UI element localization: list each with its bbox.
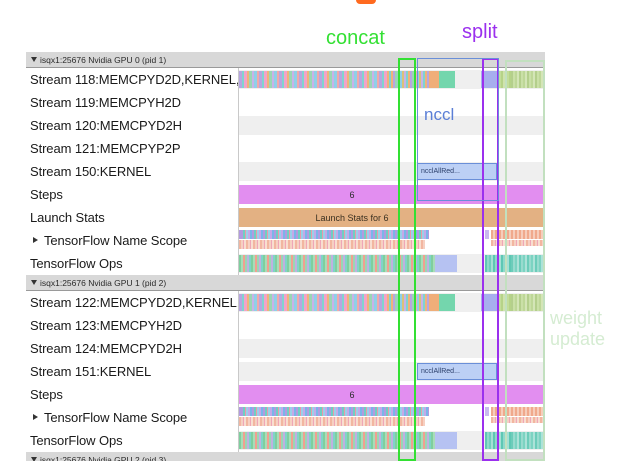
row-label-text: Stream 118:MEMCPYD2D,KERNEL,MI xyxy=(30,72,239,87)
row-label-tf-ops[interactable]: TensorFlow Ops xyxy=(26,252,239,275)
track-stream-119[interactable] xyxy=(239,91,545,114)
row-steps[interactable]: Steps 6 xyxy=(26,383,545,406)
row-stream-150[interactable]: Stream 150:KERNEL ncclAllRed... xyxy=(26,160,545,183)
row-steps[interactable]: Steps 6 xyxy=(26,183,545,206)
row-label-stream-123[interactable]: Stream 123:MEMCPYH2D xyxy=(26,314,239,337)
row-label-text: Steps xyxy=(30,187,63,202)
row-label-text: TensorFlow Ops xyxy=(30,433,123,448)
row-label-steps[interactable]: Steps xyxy=(26,383,239,406)
row-label-text: Launch Stats xyxy=(30,210,105,225)
track-tf-ops[interactable] xyxy=(239,252,545,275)
row-label-stream-120[interactable]: Stream 120:MEMCPYD2H xyxy=(26,114,239,137)
track-stream-120[interactable] xyxy=(239,114,545,137)
row-label-stream-119[interactable]: Stream 119:MEMCPYH2D xyxy=(26,91,239,114)
row-label-launch-stats[interactable]: Launch Stats xyxy=(26,206,239,229)
nccl-allreduce-block[interactable]: ncclAllRed... xyxy=(417,163,497,180)
row-stream-123[interactable]: Stream 123:MEMCPYH2D xyxy=(26,314,545,337)
track-stream-121[interactable] xyxy=(239,137,545,160)
row-label-stream-118[interactable]: Stream 118:MEMCPYD2D,KERNEL,MI xyxy=(26,68,239,91)
row-label-steps[interactable]: Steps xyxy=(26,183,239,206)
group-header-gpu0[interactable]: isqx1:25676 Nvidia GPU 0 (pid 1) xyxy=(26,52,545,68)
row-label-text: Steps xyxy=(30,387,63,402)
row-label-text: Stream 123:MEMCPYH2D xyxy=(30,318,182,333)
track-tf-ops[interactable] xyxy=(239,429,545,452)
row-stream-119[interactable]: Stream 119:MEMCPYH2D xyxy=(26,91,545,114)
row-label-tf-ops[interactable]: TensorFlow Ops xyxy=(26,429,239,452)
group-header-label: isqx1:25676 Nvidia GPU 2 (pid 3) xyxy=(40,454,167,461)
row-label-stream-121[interactable]: Stream 121:MEMCPYP2P xyxy=(26,137,239,160)
group-header-gpu1[interactable]: isqx1:25676 Nvidia GPU 1 (pid 2) xyxy=(26,275,545,291)
row-label-text: Stream 121:MEMCPYP2P xyxy=(30,141,181,156)
trace-viewer[interactable]: isqx1:25676 Nvidia GPU 0 (pid 1) Stream 1… xyxy=(26,52,545,461)
row-stream-120[interactable]: Stream 120:MEMCPYD2H xyxy=(26,114,545,137)
row-tf-ops[interactable]: TensorFlow Ops xyxy=(26,252,545,275)
track-tf-name-scope[interactable] xyxy=(239,229,545,252)
group-header-gpu2[interactable]: isqx1:25676 Nvidia GPU 2 (pid 3) xyxy=(26,452,545,461)
row-stream-124[interactable]: Stream 124:MEMCPYD2H xyxy=(26,337,545,360)
row-label-text: Stream 119:MEMCPYH2D xyxy=(30,95,181,110)
clipped-orange-fragment xyxy=(356,0,376,4)
row-label-stream-150[interactable]: Stream 150:KERNEL xyxy=(26,160,239,183)
row-label-text: TensorFlow Name Scope xyxy=(44,233,188,248)
row-label-text: Stream 150:KERNEL xyxy=(30,164,152,179)
track-steps[interactable]: 6 xyxy=(239,383,545,406)
row-stream-151[interactable]: Stream 151:KERNEL ncclAllRed... xyxy=(26,360,545,383)
row-tf-name-scope[interactable]: TensorFlow Name Scope xyxy=(26,229,545,252)
track-stream-122[interactable] xyxy=(239,291,545,314)
annotation-label-concat: concat xyxy=(326,27,385,49)
row-launch-stats[interactable]: Launch Stats Launch Stats for 6 xyxy=(26,206,545,229)
group-header-label: isqx1:25676 Nvidia GPU 0 (pid 1) xyxy=(40,54,167,65)
track-tf-name-scope[interactable] xyxy=(239,406,545,429)
track-stream-123[interactable] xyxy=(239,314,545,337)
row-tf-name-scope[interactable]: TensorFlow Name Scope xyxy=(26,406,545,429)
track-steps[interactable]: 6 xyxy=(239,183,545,206)
annotation-label-weight-update: weight update xyxy=(550,308,606,349)
row-label-text: Stream 120:MEMCPYD2H xyxy=(30,118,182,133)
row-label-text: TensorFlow Ops xyxy=(30,256,123,271)
row-label-text: Stream 122:MEMCPYD2D,KERNEL,MI xyxy=(30,295,239,310)
collapse-caret-icon[interactable] xyxy=(31,457,37,461)
track-stream-124[interactable] xyxy=(239,337,545,360)
track-launch-stats[interactable]: Launch Stats for 6 xyxy=(239,206,545,229)
row-stream-122[interactable]: Stream 122:MEMCPYD2D,KERNEL,MI xyxy=(26,291,545,314)
row-label-stream-151[interactable]: Stream 151:KERNEL xyxy=(26,360,239,383)
track-stream-151[interactable]: ncclAllRed... xyxy=(239,360,545,383)
row-label-stream-124[interactable]: Stream 124:MEMCPYD2H xyxy=(26,337,239,360)
row-label-tf-name-scope[interactable]: TensorFlow Name Scope xyxy=(26,229,239,252)
row-label-text: Stream 124:MEMCPYD2H xyxy=(30,341,182,356)
row-label-tf-name-scope[interactable]: TensorFlow Name Scope xyxy=(26,406,239,429)
row-label-text: Stream 151:KERNEL xyxy=(30,364,152,379)
group-header-label: isqx1:25676 Nvidia GPU 1 (pid 2) xyxy=(40,277,167,288)
row-stream-118[interactable]: Stream 118:MEMCPYD2D,KERNEL,MI xyxy=(26,68,545,91)
collapse-caret-icon[interactable] xyxy=(31,280,37,285)
row-label-text: TensorFlow Name Scope xyxy=(44,410,188,425)
expand-triangle-icon[interactable] xyxy=(33,414,38,420)
expand-triangle-icon[interactable] xyxy=(33,237,38,243)
nccl-allreduce-block[interactable]: ncclAllRed... xyxy=(417,363,497,380)
row-tf-ops[interactable]: TensorFlow Ops xyxy=(26,429,545,452)
collapse-caret-icon[interactable] xyxy=(31,57,37,62)
row-label-stream-122[interactable]: Stream 122:MEMCPYD2D,KERNEL,MI xyxy=(26,291,239,314)
annotation-label-split: split xyxy=(462,21,498,43)
track-stream-150[interactable]: ncclAllRed... xyxy=(239,160,545,183)
track-stream-118[interactable] xyxy=(239,68,545,91)
row-stream-121[interactable]: Stream 121:MEMCPYP2P xyxy=(26,137,545,160)
